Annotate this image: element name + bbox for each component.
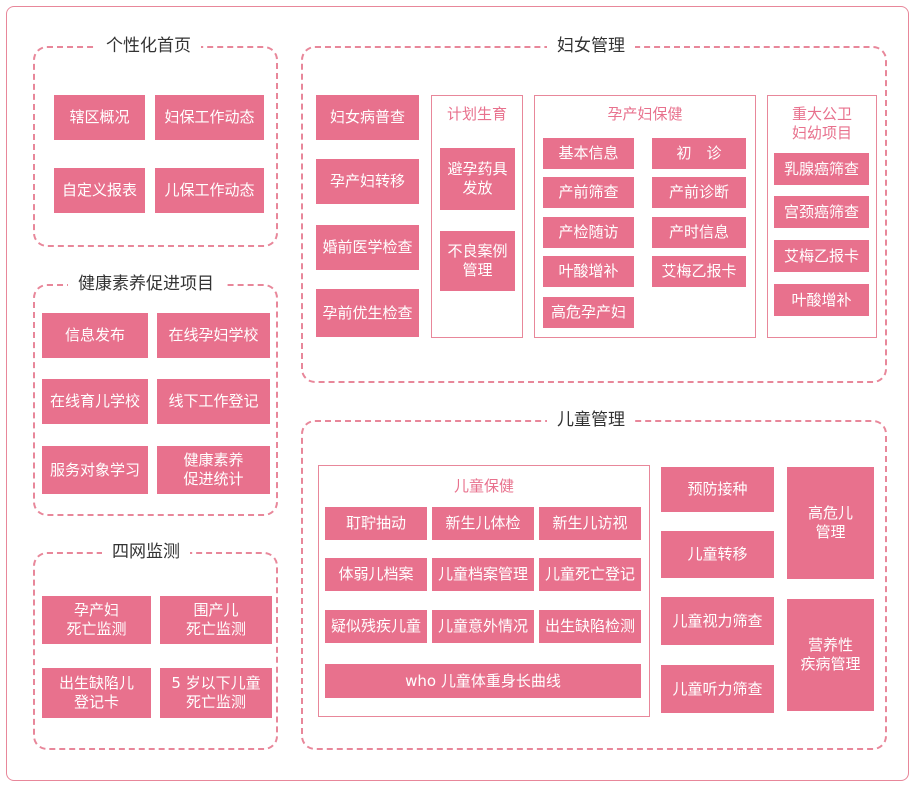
women-management-title: 妇女管理 — [547, 36, 635, 56]
prenatal-diagnosis-button[interactable]: 产前诊断 — [652, 177, 746, 208]
online-pregnancy-school-button[interactable]: 在线孕妇学校 — [157, 313, 270, 358]
adverse-case-management-button[interactable]: 不良案例 管理 — [440, 231, 515, 291]
weak-child-record-button[interactable]: 体弱儿档案 — [325, 558, 427, 591]
online-parenting-school-button[interactable]: 在线育儿学校 — [42, 379, 148, 424]
four-network-group — [33, 552, 278, 750]
high-risk-maternal-button[interactable]: 高危孕产妇 — [543, 297, 634, 328]
health-literacy-title: 健康素养促进项目 — [68, 274, 224, 294]
child-management-title: 儿童管理 — [547, 410, 635, 430]
literacy-stats-button[interactable]: 健康素养 促进统计 — [157, 446, 270, 494]
child-accident-button[interactable]: 儿童意外情况 — [432, 610, 534, 643]
first-visit-button[interactable]: 初 诊 — [652, 138, 746, 169]
child-death-register-button[interactable]: 儿童死亡登记 — [539, 558, 641, 591]
child-vision-screening-button[interactable]: 儿童视力筛查 — [661, 597, 774, 645]
women-work-news-button[interactable]: 妇保工作动态 — [155, 95, 264, 140]
ame-report-card-button[interactable]: 艾梅乙报卡 — [652, 256, 746, 287]
outer-frame — [6, 6, 909, 781]
who-growth-curve-button[interactable]: who 儿童体重身长曲线 — [325, 664, 641, 698]
folic-acid-button[interactable]: 叶酸增补 — [543, 256, 634, 287]
child-work-news-button[interactable]: 儿保工作动态 — [155, 168, 264, 213]
prenatal-followup-button[interactable]: 产检随访 — [543, 217, 634, 248]
perinatal-death-monitor-button[interactable]: 围产儿 死亡监测 — [160, 596, 272, 644]
birth-defect-card-button[interactable]: 出生缺陷儿 登记卡 — [42, 668, 151, 718]
offline-work-register-button[interactable]: 线下工作登记 — [157, 379, 270, 424]
family-planning-title: 计划生育 — [446, 105, 507, 123]
delivery-info-button[interactable]: 产时信息 — [652, 217, 746, 248]
tic-disorder-button[interactable]: 耵聍抽动 — [325, 507, 427, 540]
custom-report-button[interactable]: 自定义报表 — [54, 168, 145, 213]
gynecology-screening-button[interactable]: 妇女病普查 — [316, 95, 419, 140]
folic-acid-supplement-button[interactable]: 叶酸增补 — [774, 284, 869, 316]
service-learning-button[interactable]: 服务对象学习 — [42, 446, 148, 494]
family-planning-box: 计划生育 — [431, 95, 523, 338]
under5-death-monitor-button[interactable]: 5 岁以下儿童 死亡监测 — [160, 668, 272, 718]
personal-home-group — [33, 46, 278, 247]
contraceptive-distribution-button[interactable]: 避孕药具 发放 — [440, 148, 515, 210]
child-record-management-button[interactable]: 儿童档案管理 — [432, 558, 534, 591]
premarital-exam-button[interactable]: 婚前医学检查 — [316, 225, 419, 270]
prenatal-screening-button[interactable]: 产前筛查 — [543, 177, 634, 208]
newborn-exam-button[interactable]: 新生儿体检 — [432, 507, 534, 540]
high-risk-child-button[interactable]: 高危儿 管理 — [787, 467, 874, 579]
basic-info-button[interactable]: 基本信息 — [543, 138, 634, 169]
birth-defect-detection-button[interactable]: 出生缺陷检测 — [539, 610, 641, 643]
personal-home-title: 个性化首页 — [96, 36, 201, 56]
breast-cancer-screening-button[interactable]: 乳腺癌筛查 — [774, 153, 869, 185]
maternal-death-monitor-button[interactable]: 孕产妇 死亡监测 — [42, 596, 151, 644]
preconception-exam-button[interactable]: 孕前优生检查 — [316, 289, 419, 337]
info-release-button[interactable]: 信息发布 — [42, 313, 148, 358]
ame-report-button[interactable]: 艾梅乙报卡 — [774, 240, 869, 272]
child-transfer-button[interactable]: 儿童转移 — [661, 531, 774, 578]
nutrition-disease-button[interactable]: 营养性 疾病管理 — [787, 599, 874, 711]
maternal-transfer-button[interactable]: 孕产妇转移 — [316, 159, 419, 204]
maternal-care-title: 孕产妇保健 — [607, 105, 683, 123]
district-overview-button[interactable]: 辖区概况 — [54, 95, 145, 140]
major-project-title: 重大公卫 妇幼项目 — [791, 105, 852, 142]
four-network-title: 四网监测 — [102, 542, 190, 562]
cervical-cancer-screening-button[interactable]: 宫颈癌筛查 — [774, 196, 869, 228]
child-hearing-screening-button[interactable]: 儿童听力筛查 — [661, 665, 774, 713]
child-care-title: 儿童保健 — [453, 477, 514, 495]
vaccination-button[interactable]: 预防接种 — [661, 467, 774, 512]
suspected-disability-button[interactable]: 疑似残疾儿童 — [325, 610, 427, 643]
newborn-visit-button[interactable]: 新生儿访视 — [539, 507, 641, 540]
